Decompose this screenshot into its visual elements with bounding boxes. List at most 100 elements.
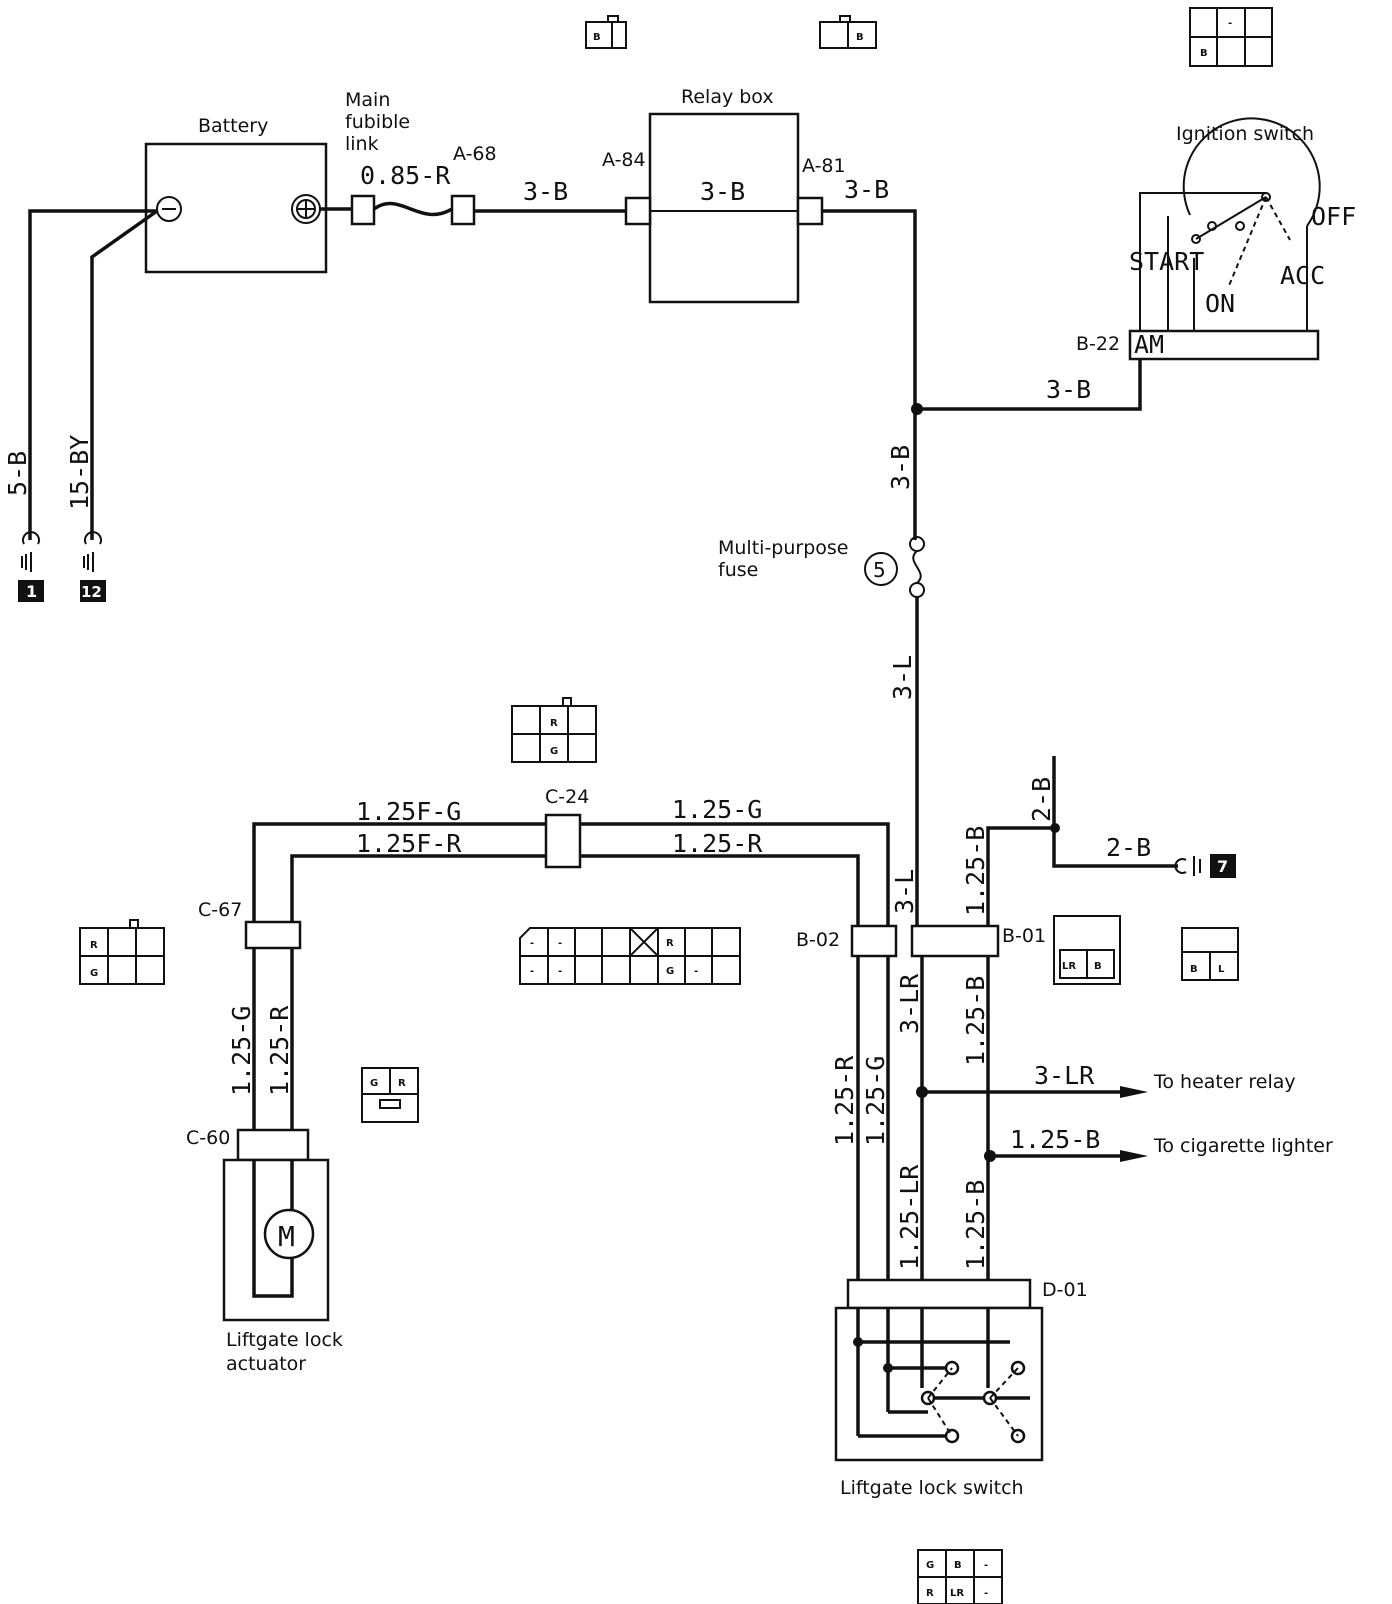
svg-text:Battery: Battery (198, 115, 268, 137)
svg-text:1.25-G: 1.25-G (227, 1006, 256, 1096)
svg-text:D-01: D-01 (1042, 1279, 1088, 1301)
svg-text:-: - (558, 966, 562, 977)
connector-face-d01: G B - R LR - (917, 1549, 1003, 1604)
svg-text:To cigarette lighter: To cigarette lighter (1153, 1135, 1333, 1157)
svg-text:A-68: A-68 (453, 143, 497, 165)
svg-text:1.25-R: 1.25-R (830, 1055, 859, 1146)
svg-text:B: B (1190, 964, 1198, 975)
svg-text:1.25F-R: 1.25F-R (356, 829, 462, 858)
svg-text:3-LR: 3-LR (1034, 1061, 1095, 1090)
svg-text:2-B: 2-B (1027, 777, 1056, 822)
svg-text:Multi-purpose: Multi-purpose (718, 537, 849, 559)
svg-text:ACC: ACC (1280, 261, 1325, 290)
connector-face-b01: LR B (1053, 915, 1121, 985)
svg-text:12: 12 (81, 583, 102, 601)
svg-text:C-24: C-24 (545, 786, 589, 808)
ground-symbol-7: 7 (1174, 854, 1236, 878)
svg-text:1.25-B: 1.25-B (961, 1180, 990, 1270)
svg-text:G: G (370, 1078, 378, 1089)
ground-symbol-12: 12 (80, 531, 106, 602)
connector-face-a84: B (585, 15, 627, 49)
svg-text:3-LR: 3-LR (895, 973, 924, 1034)
svg-text:3-B: 3-B (886, 445, 915, 490)
svg-text:LR: LR (1062, 961, 1076, 972)
svg-text:link: link (345, 133, 379, 155)
svg-text:3-L: 3-L (890, 869, 919, 914)
connector-face-b02: - - R - - G - (519, 927, 741, 985)
svg-text:3-B: 3-B (1046, 375, 1091, 404)
svg-text:B-01: B-01 (1002, 925, 1046, 947)
svg-text:2-B: 2-B (1106, 833, 1151, 862)
svg-text:5-B: 5-B (3, 451, 32, 496)
battery: Battery (144, 115, 328, 274)
svg-text:R: R (398, 1078, 406, 1089)
svg-text:1.25F-G: 1.25F-G (356, 797, 461, 826)
svg-text:7: 7 (1217, 857, 1228, 876)
svg-text:OFF: OFF (1311, 202, 1356, 231)
connector-face-c60: G R (361, 1067, 419, 1123)
svg-text:G: G (926, 1560, 934, 1571)
svg-text:G: G (666, 966, 674, 977)
svg-text:G: G (90, 968, 98, 979)
svg-text:B-22: B-22 (1076, 333, 1120, 355)
svg-text:Liftgate lock switch: Liftgate lock switch (840, 1477, 1024, 1499)
svg-text:L: L (1218, 964, 1225, 975)
svg-text:B: B (856, 32, 864, 43)
svg-text:3-B: 3-B (700, 177, 745, 206)
svg-text:ON: ON (1205, 289, 1235, 318)
svg-text:0.85-R: 0.85-R (360, 161, 451, 190)
svg-text:1.25-G: 1.25-G (672, 795, 762, 824)
liftgate-lock-switch: Liftgate lock switch (834, 1306, 1044, 1499)
svg-text:R: R (550, 718, 558, 729)
connector-face-a81: B (819, 15, 877, 49)
svg-text:Main: Main (345, 89, 390, 111)
svg-text:R: R (666, 938, 674, 949)
svg-text:1: 1 (26, 582, 37, 601)
svg-text:-: - (984, 1588, 988, 1599)
main-fusible-link: Main fubible link 0.85-R A-68 (320, 89, 497, 226)
svg-text:B: B (593, 32, 601, 43)
liftgate-lock-actuator: M Liftgate lock actuator (222, 1158, 343, 1375)
svg-text:AM: AM (1134, 330, 1164, 359)
svg-text:G: G (550, 746, 558, 757)
svg-text:-: - (558, 938, 562, 949)
svg-text:1.25-R: 1.25-R (265, 1005, 294, 1096)
svg-text:To heater relay: To heater relay (1153, 1071, 1296, 1093)
svg-text:1.25-B: 1.25-B (1010, 1125, 1100, 1154)
ground-symbol-1: 1 (18, 531, 44, 602)
svg-text:15-BY: 15-BY (65, 435, 94, 510)
svg-text:LR: LR (950, 1588, 964, 1599)
relay-box: Relay box 3-B A-84 A-81 (602, 86, 846, 304)
svg-text:Ignition switch: Ignition switch (1176, 123, 1314, 145)
svg-text:A-81: A-81 (802, 155, 846, 177)
svg-text:actuator: actuator (226, 1353, 306, 1375)
svg-text:C-67: C-67 (198, 899, 242, 921)
connector-face-b22: B - (1189, 7, 1273, 67)
svg-text:5: 5 (873, 558, 886, 582)
svg-text:R: R (926, 1588, 934, 1599)
svg-text:1.25-B: 1.25-B (961, 826, 990, 916)
svg-text:3-B: 3-B (844, 175, 889, 204)
svg-text:-: - (1228, 18, 1232, 29)
svg-text:-: - (694, 966, 698, 977)
svg-text:-: - (530, 938, 534, 949)
svg-text:1.25-R: 1.25-R (672, 829, 763, 858)
svg-text:1.25-B: 1.25-B (961, 976, 990, 1066)
connector-face-c24: R G (511, 697, 597, 763)
svg-text:B: B (954, 1560, 962, 1571)
svg-text:C-60: C-60 (186, 1127, 230, 1149)
svg-text:fubible: fubible (345, 111, 410, 133)
svg-text:1.25-LR: 1.25-LR (895, 1164, 924, 1270)
svg-text:fuse: fuse (718, 559, 758, 581)
svg-text:1.25-G: 1.25-G (861, 1056, 890, 1146)
svg-text:-: - (530, 966, 534, 977)
svg-text:M: M (278, 1220, 295, 1253)
ignition-switch: Ignition switch B-22 AM OFF START ACC ON (1076, 117, 1356, 361)
svg-text:B: B (1200, 48, 1208, 59)
svg-text:Liftgate lock: Liftgate lock (226, 1329, 343, 1351)
connector-face-heater: B L (1181, 927, 1239, 981)
svg-text:START: START (1129, 247, 1204, 276)
svg-text:B: B (1094, 961, 1102, 972)
svg-text:3-B: 3-B (523, 177, 568, 206)
svg-text:-: - (984, 1560, 988, 1571)
